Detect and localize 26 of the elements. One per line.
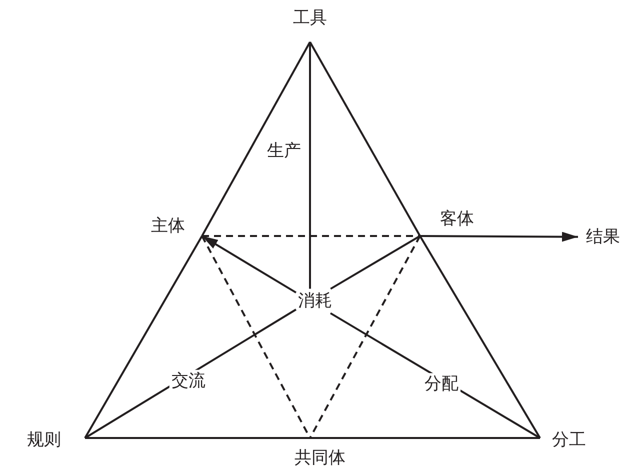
vertex-label: 共同体 (294, 448, 346, 468)
connector-line (310, 437, 540, 439)
connector-line (201, 42, 311, 236)
vertex-label: 主体 (151, 216, 185, 236)
hub-label: 消耗 (298, 290, 332, 312)
connector-line (84, 236, 203, 438)
connector-line (309, 42, 311, 289)
outcome-label: 结果 (586, 226, 620, 248)
edge-label: 分配 (424, 374, 459, 395)
connector-line (84, 308, 297, 439)
arrow (201, 235, 297, 294)
connector-line (419, 235, 541, 439)
connector-line (330, 235, 420, 290)
vertex-label: 客体 (440, 208, 474, 230)
vertex-label: 规则 (27, 430, 61, 450)
dashed-connector (201, 236, 311, 438)
dashed-connector (309, 236, 421, 438)
arrow (420, 232, 578, 242)
edge-label: 交流 (171, 370, 206, 392)
connector-line (309, 42, 421, 236)
connector-line (330, 312, 541, 439)
vertex-label: 工具 (293, 8, 327, 28)
vertex-label: 分工 (552, 430, 586, 450)
dashed-connector (202, 235, 420, 237)
connector-line (85, 437, 310, 439)
edge-label: 生产 (267, 140, 301, 161)
